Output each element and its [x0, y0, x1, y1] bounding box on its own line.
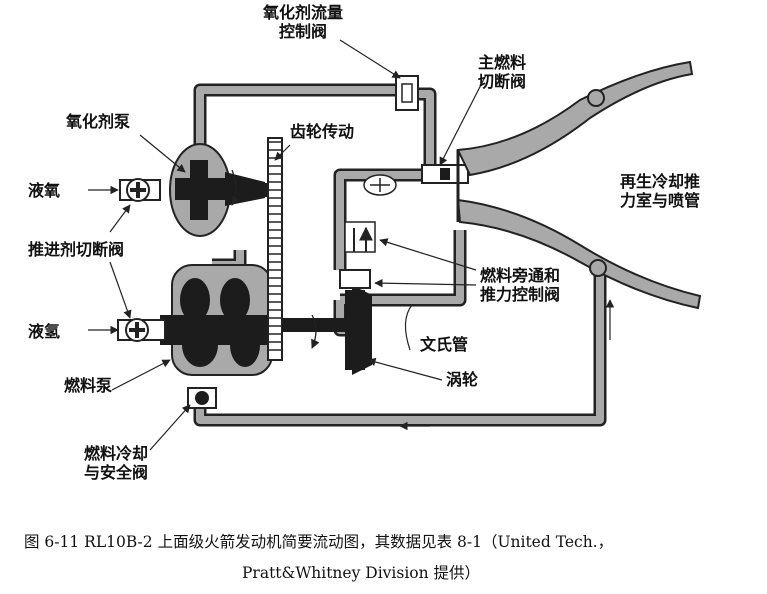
- label-liquid-oxygen: 液氧: [28, 181, 61, 200]
- lox-inlet-valve: [119, 178, 161, 202]
- label-fuel-pump: 燃料泵: [64, 376, 113, 395]
- lh2-inlet-valve: [117, 318, 166, 342]
- label-venturi: 文氏管: [420, 335, 469, 354]
- label-oxidizer-flow-valve: 氧化剂流量 控制阀: [263, 3, 344, 41]
- fuel-bypass-valve: [339, 174, 397, 289]
- fuel-pump: [160, 264, 275, 376]
- gear-drive: [267, 137, 352, 361]
- label-turbine: 涡轮: [446, 370, 479, 389]
- oxidizer-pump: [169, 143, 275, 237]
- label-liquid-hydrogen: 液氢: [28, 322, 61, 341]
- oxidizer-flow-control-valve: [395, 75, 419, 111]
- fuel-cooling-safety-valve: [187, 387, 217, 409]
- thrust-chamber-nozzle: [456, 60, 702, 310]
- label-regen-chamber: 再生冷却推 力室与喷管: [620, 172, 701, 210]
- label-fuel-bypass: 燃料旁通和 推力控制阀: [480, 266, 561, 304]
- label-gear-drive: 齿轮传动: [290, 122, 355, 141]
- main-fuel-shutoff-valve: [421, 164, 469, 184]
- label-fuel-cooling-safety: 燃料冷却 与安全阀: [84, 444, 149, 482]
- label-propellant-shutoff: 推进剂切断阀: [28, 240, 125, 259]
- turbine: [345, 285, 372, 375]
- figure-caption-line1: 图 6-11 RL10B-2 上面级火箭发动机简要流动图，其数据见表 8-1（U…: [24, 533, 614, 551]
- label-main-fuel-shutoff: 主燃料 切断阀: [478, 53, 527, 91]
- figure-caption-line2: Pratt&Whitney Division 提供）: [242, 564, 481, 582]
- label-oxidizer-pump: 氧化剂泵: [66, 112, 131, 131]
- leader-lines: [88, 39, 487, 451]
